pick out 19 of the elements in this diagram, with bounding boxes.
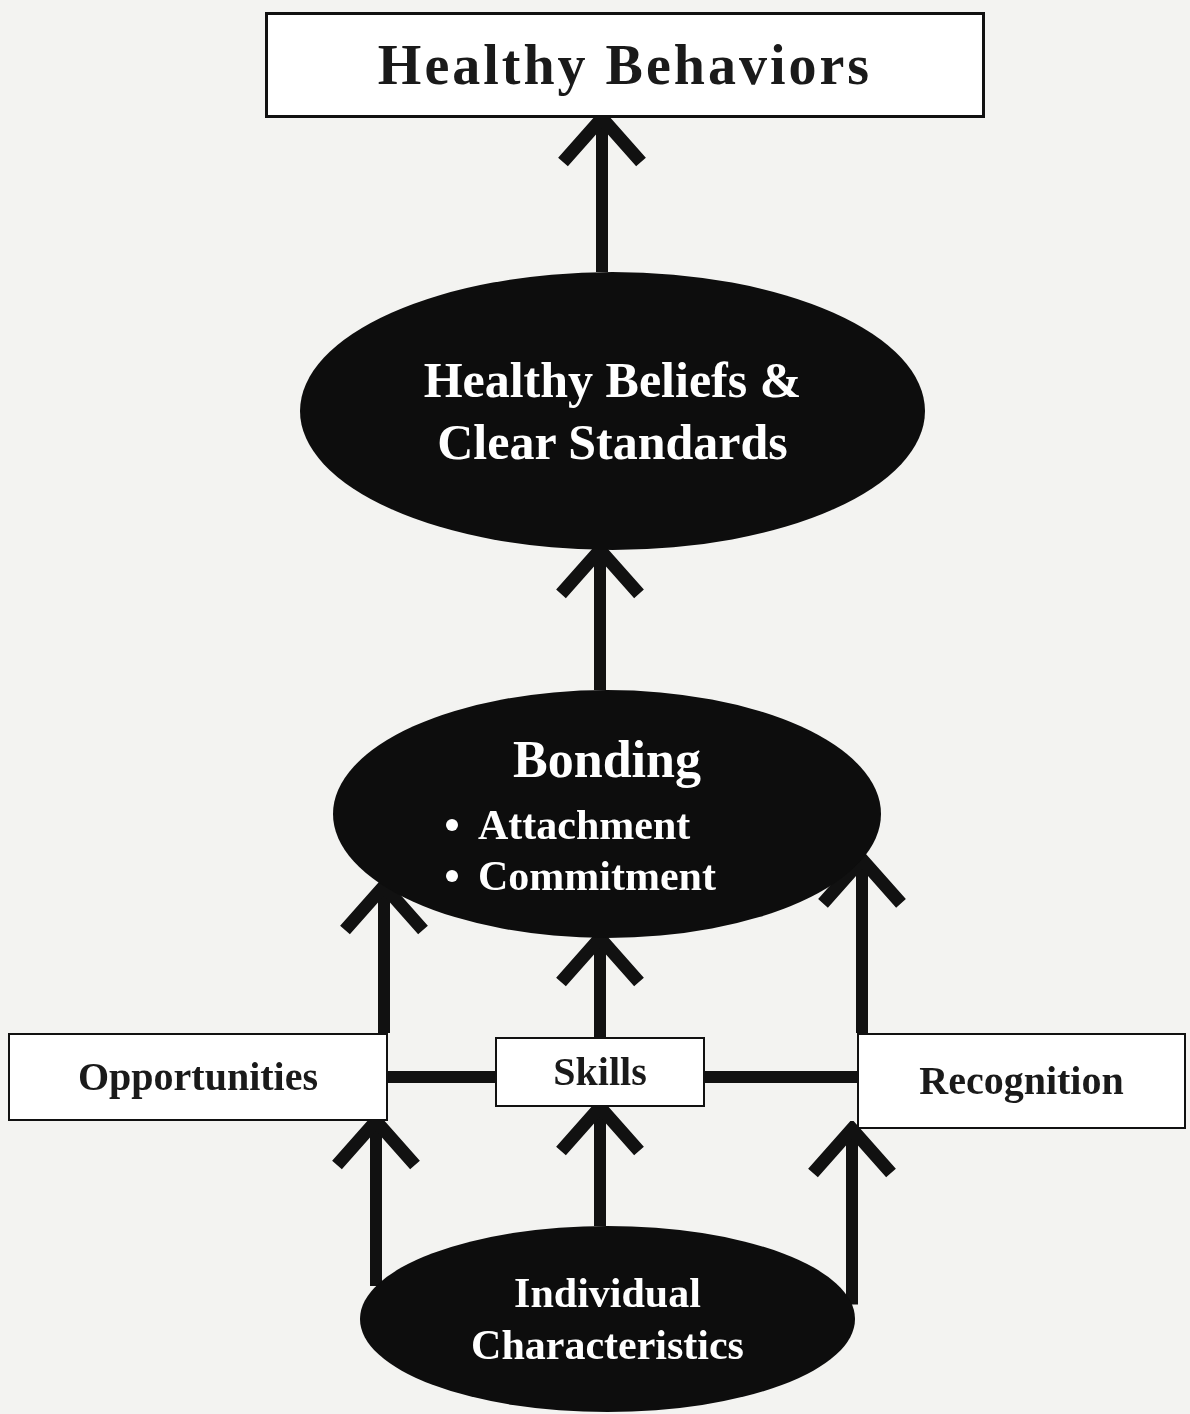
- bullet-item: Commitment: [478, 851, 717, 901]
- connector-line: [705, 1071, 857, 1083]
- label-box: [8, 1033, 388, 1121]
- oval: [360, 1226, 855, 1412]
- box-label: Skills: [553, 1052, 647, 1092]
- connector-line: [388, 1071, 495, 1083]
- box-label: Opportunities: [77, 1057, 318, 1097]
- label-box: [495, 1037, 705, 1107]
- oval-title: Individual Characteristics: [470, 1268, 745, 1370]
- arrow: [806, 1122, 898, 1305]
- oval: [300, 272, 925, 550]
- oval-title: Healthy Beliefs & Clear Standards: [422, 350, 803, 472]
- oval-title: Bonding: [513, 730, 701, 791]
- bullet-item: Attachment: [478, 801, 692, 851]
- arrow: [816, 852, 908, 1033]
- box-label: Recognition: [919, 1061, 1124, 1101]
- label-box: [265, 12, 985, 118]
- oval: [333, 690, 881, 938]
- label-box: [857, 1033, 1186, 1129]
